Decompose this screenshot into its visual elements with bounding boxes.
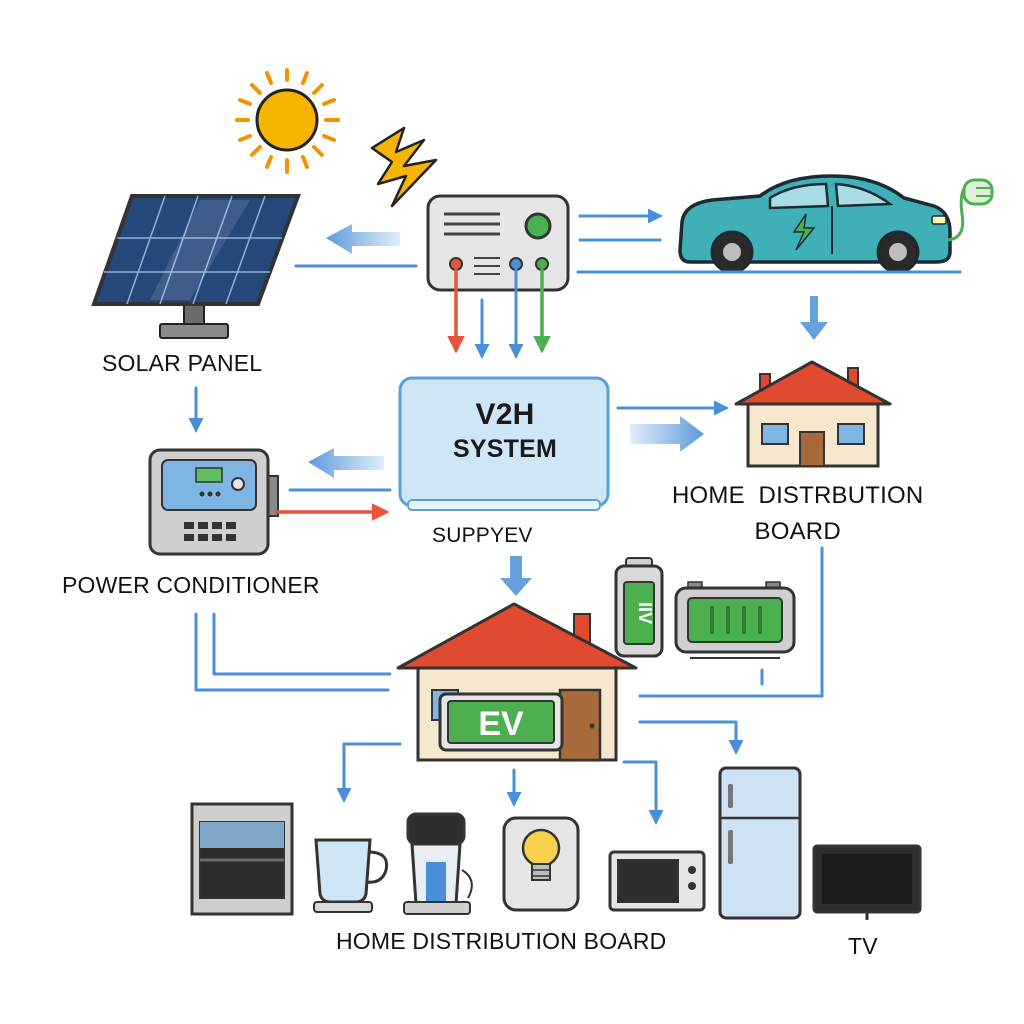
battery-pack-icon bbox=[674, 581, 796, 659]
home-distribution-board-label-top: HOME DISTRBUTION BOARD bbox=[672, 478, 923, 550]
v2h-system-label: V2H SYSTEM bbox=[402, 398, 608, 466]
charging-plug-icon bbox=[947, 178, 994, 242]
flow-arrows bbox=[188, 208, 962, 825]
power-conditioner-label: POWER CONDITIONER bbox=[62, 572, 320, 598]
coffee-cup-icon bbox=[313, 838, 389, 913]
home-distribution-board-label-bottom: HOME DISTRIBUTION BOARD bbox=[336, 928, 667, 954]
power-conditioner-icon bbox=[148, 448, 279, 556]
battery-label: IIV bbox=[635, 602, 655, 624]
solar-panel-icon bbox=[91, 194, 301, 339]
charger-unit-icon bbox=[426, 194, 570, 292]
blender-icon bbox=[403, 812, 473, 915]
sun-icon bbox=[235, 68, 340, 174]
supply-ev-label: SUPPYEV bbox=[432, 524, 533, 547]
solar-panel-label: SOLAR PANEL bbox=[102, 350, 263, 376]
main-house-icon bbox=[396, 602, 638, 762]
battery-icon bbox=[614, 557, 664, 658]
home-distribution-board-top-line2: BOARD bbox=[754, 518, 841, 545]
lightning-icon bbox=[370, 126, 438, 208]
v2h-system-box bbox=[398, 376, 610, 511]
v2h-title: V2H bbox=[475, 398, 535, 431]
ev-sign-label: EV bbox=[478, 705, 524, 743]
microwave-icon bbox=[608, 850, 706, 912]
dishwasher-icon bbox=[190, 802, 294, 916]
tv-icon bbox=[812, 844, 922, 920]
tv-label: TV bbox=[848, 933, 878, 959]
lightbulb-icon bbox=[502, 816, 580, 912]
electric-car-icon bbox=[678, 174, 952, 274]
v2h-subtitle: SYSTEM bbox=[453, 435, 557, 463]
home-distribution-board-top-line1: HOME DISTRBUTION bbox=[672, 482, 924, 509]
refrigerator-icon bbox=[718, 766, 802, 920]
house-small-icon bbox=[734, 360, 892, 468]
